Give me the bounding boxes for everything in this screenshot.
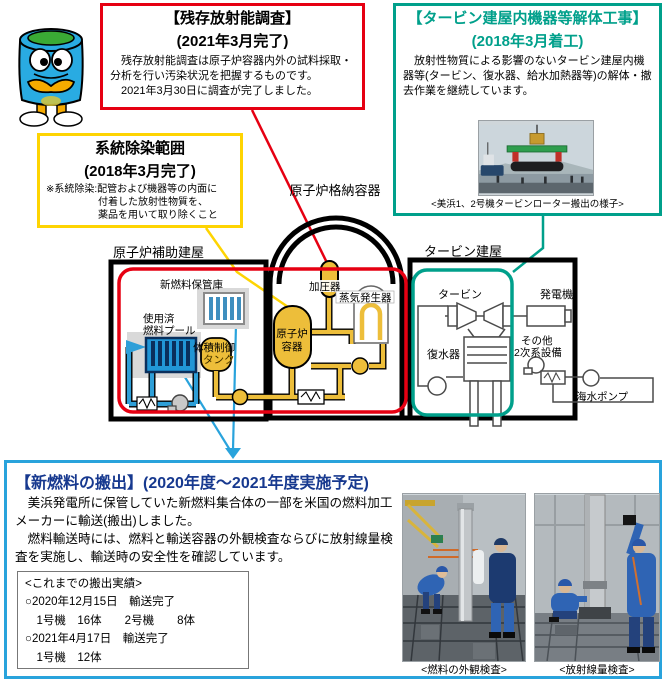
new-fuel-storage xyxy=(203,292,245,325)
reactor-vessel-label: 原子炉 xyxy=(276,328,308,340)
generator-icon xyxy=(526,305,566,327)
system-decon-note: ※系統除染:配管および機器等の内面に xyxy=(46,183,218,195)
turbine-demolition-title: 【タービン建屋内機器等解体工事】 xyxy=(407,10,648,27)
reactor-vessel xyxy=(273,305,312,369)
containment-inner-dome xyxy=(276,224,396,285)
records-line: ○2020年12月15日 輸送完了 xyxy=(25,596,176,609)
photo-fuel-caption: <燃料の外観検査> xyxy=(421,664,507,676)
steam-generator-label: 蒸気発生器 xyxy=(339,291,392,304)
aux-building-outline xyxy=(108,259,269,422)
worker-figure xyxy=(417,566,448,614)
turbine-demolition-date: (2018年3月着工) xyxy=(471,32,584,50)
condenser-icon xyxy=(463,336,511,427)
residual-survey-scope xyxy=(117,267,408,414)
mascot-arms xyxy=(26,78,76,94)
svg-text:2次系設備: 2次系設備 xyxy=(514,346,562,359)
mascot-lid xyxy=(27,30,75,46)
shoe xyxy=(19,111,49,127)
condenser-label: 復水器 xyxy=(427,348,460,361)
photo-fuel-inspection xyxy=(402,493,526,662)
worker-figure xyxy=(489,538,516,638)
photo-radiation-caption: <放射線量検査> xyxy=(559,664,635,676)
residual-survey-box: 【残存放射能調査】 (2021年3月完了) 残存放射能調査は原子炉容器内外の試料… xyxy=(100,3,365,110)
aux-equipment xyxy=(125,288,249,413)
turbine-equipment xyxy=(417,301,654,427)
shipment-records-box: <これまでの搬出実績> ○2020年12月15日 輸送完了 1号機 16体 2号… xyxy=(17,571,249,669)
new-fuel-storage-label: 新燃料保管庫 xyxy=(160,278,223,291)
photo-rotor-removal xyxy=(478,120,594,196)
svg-text:容器: 容器 xyxy=(282,340,303,353)
generator-label: 発電機 xyxy=(540,287,573,301)
containment-label: 原子炉格納容器 xyxy=(289,183,380,198)
seawater-pump-label: 海水ポンプ xyxy=(576,390,629,403)
aux-building-label: 原子炉補助建屋 xyxy=(113,245,204,260)
seawater-pump-icon xyxy=(582,369,600,387)
containment-outer-dome xyxy=(267,215,405,285)
spent-fuel-pool xyxy=(144,336,198,374)
mascot-character xyxy=(18,28,84,127)
worker-figure xyxy=(549,579,587,622)
photo-radiation-check xyxy=(534,493,660,662)
spent-fuel-pool-label: 使用済 xyxy=(143,312,175,325)
volume-tank-label: 体積制御 xyxy=(193,341,235,354)
photo-rotor-caption: <美浜1、2号機タービンローター搬出の様子> xyxy=(431,199,624,210)
records-line: 1号機 16体 2号機 8体 xyxy=(25,614,195,627)
records-title: <これまでの搬出実績> xyxy=(25,578,142,590)
residual-survey-title: 【残存放射能調査】 xyxy=(164,10,300,27)
residual-survey-body: 残存放射能調査は原子炉容器内外の試料採取・分析を行い汚染状況を把握するものです。 xyxy=(110,54,352,82)
turbine-demolition-scope xyxy=(411,268,514,417)
new-fuel-title: 【新燃料の搬出】(2020年度〜2021年度実施予定) xyxy=(15,475,369,492)
worker-figure xyxy=(623,515,656,653)
new-fuel-body2: 燃料輸送時には、燃料と輸送容器の外観検査ならびに放射線量検査を実施し、輸送時の安… xyxy=(15,531,393,564)
condensate-pump-icon xyxy=(427,376,447,396)
system-decon-title: 系統除染範囲 xyxy=(94,140,185,157)
seawater-loop xyxy=(540,369,654,403)
turbine-demolition-box: 【タービン建屋内機器等解体工事】 (2018年3月着工) 放射性物質による影響の… xyxy=(393,3,662,216)
new-fuel-box: 【新燃料の搬出】(2020年度〜2021年度実施予定) 美浜発電所に保管していた… xyxy=(4,460,662,679)
turbine-label: タービン xyxy=(438,288,482,301)
arrow-down-icon xyxy=(225,448,241,459)
other-secondary-label: その他 xyxy=(521,334,553,347)
svg-text:タンク: タンク xyxy=(203,354,235,366)
aux-pump-icon xyxy=(231,388,249,406)
svg-text:燃料プール: 燃料プール xyxy=(143,324,196,337)
pressurizer-label: 加圧器 xyxy=(309,281,341,293)
records-line: 1号機 12体 xyxy=(25,651,102,664)
shoe xyxy=(53,111,83,127)
callout-lines xyxy=(182,109,545,459)
turbine-demolition-body: 放射性物質による影響のないタービン建屋内機器等(タービン、復水器、給水加熱器等)… xyxy=(403,54,652,98)
turbine-building-label: タービン建屋 xyxy=(424,244,502,259)
residual-survey-date: (2021年3月完了) xyxy=(176,32,289,50)
records-line: ○2021年4月17日 輸送完了 xyxy=(25,633,169,646)
system-decon-date: (2018年3月完了) xyxy=(84,162,196,180)
turbine-icon xyxy=(456,301,477,331)
new-fuel-body1: 美浜発電所に保管していた新燃料集合体の一部を米国の燃料加工メーカーに輸送(搬出)… xyxy=(15,496,393,528)
diagram-labels: 原子炉格納容器 原子炉補助建屋 タービン建屋 新燃料保管庫 使用済 燃料プール … xyxy=(113,183,629,403)
coolant-pump-icon xyxy=(351,357,369,375)
system-decon-box: 系統除染範囲 (2018年3月完了) ※系統除染:配管および機器等の内面に 付着… xyxy=(37,133,243,228)
scope-outlines xyxy=(117,267,514,417)
pool-inlet-arrow-icon xyxy=(126,340,146,354)
